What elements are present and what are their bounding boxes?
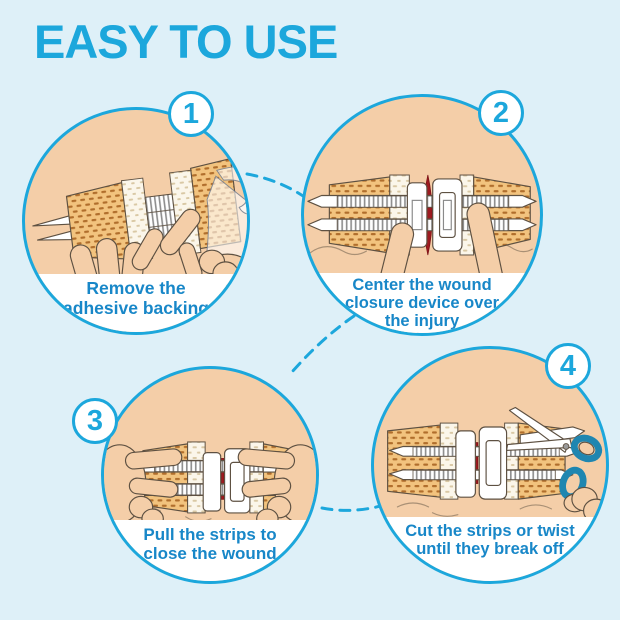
right-hand (237, 444, 316, 530)
step-3-circle: Pull the strips to close the wound (101, 366, 319, 584)
step-1-caption: Remove the adhesive backing (25, 274, 247, 332)
connector-step1-step2 (245, 172, 308, 200)
step-1: Remove the adhesive backing 1 (22, 91, 250, 335)
step-1-number-badge: 1 (168, 91, 214, 137)
step-3-illustration (104, 441, 316, 530)
step-4: Cut the strips or twist until they break… (371, 343, 609, 584)
step-3-caption: Pull the strips to close the wound (104, 520, 316, 581)
page-title: EASY TO USE (34, 15, 338, 68)
step-3: Pull the strips to close the wound 3 (72, 366, 319, 584)
scissors-icon (505, 406, 603, 501)
step-4-caption: Cut the strips or twist until they break… (374, 517, 606, 581)
step-2-number-badge: 2 (478, 90, 524, 136)
step-4-number-badge: 4 (545, 343, 591, 389)
left-hand (104, 444, 183, 530)
step-1-circle: Remove the adhesive backing (22, 107, 250, 335)
step-2: Center the wound closure device over the… (301, 90, 543, 336)
step-2-caption: Center the wound closure device over the… (304, 273, 540, 333)
step-3-number-badge: 3 (72, 398, 118, 444)
